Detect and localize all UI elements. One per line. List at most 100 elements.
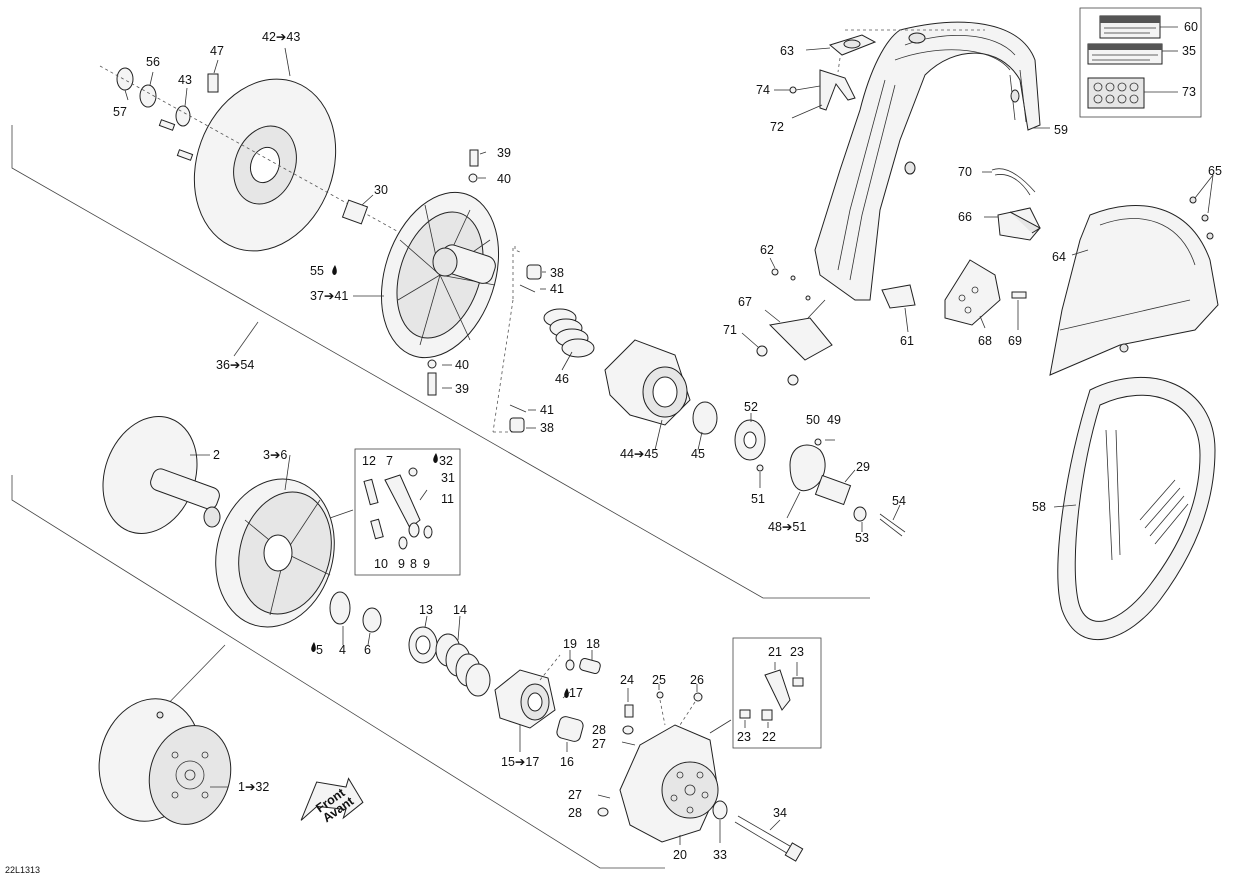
bushing-8 <box>408 522 420 538</box>
label-34: 34 <box>773 806 787 820</box>
label-16: 16 <box>560 755 574 769</box>
drive-pulley-assembly <box>98 698 232 825</box>
label-71: 71 <box>723 323 737 337</box>
label-35: 35 <box>1182 44 1196 58</box>
label-29: 29 <box>856 460 870 474</box>
label-25: 25 <box>652 673 666 687</box>
label-2: 2 <box>213 448 220 462</box>
roller-38a <box>526 264 542 280</box>
bracket-61 <box>881 284 916 309</box>
label-28a: 28 <box>592 723 606 737</box>
label-43: 43 <box>178 73 192 87</box>
label-57: 57 <box>113 105 127 119</box>
label-12: 12 <box>362 454 376 468</box>
washer-57 <box>116 67 134 91</box>
housing-48 <box>789 444 826 492</box>
nut-25 <box>656 691 664 699</box>
label-27a: 27 <box>592 737 606 751</box>
guard-latch-parts <box>774 34 877 119</box>
lubricant-icon-5 <box>311 642 316 652</box>
bushing-4 <box>329 591 351 625</box>
label-9b: 9 <box>423 557 430 571</box>
label-9a: 9 <box>398 557 405 571</box>
label-55: 55 <box>310 264 324 278</box>
screw-24 <box>624 704 634 718</box>
roller-28a <box>622 725 634 735</box>
governor-cup <box>597 684 804 862</box>
screw-39a <box>469 149 479 167</box>
drawing-reference: 22L1313 <box>5 865 40 875</box>
lubricant-icons <box>311 265 569 698</box>
bracket-68 <box>944 259 1027 330</box>
spider-assembly <box>494 650 601 752</box>
label-40b: 40 <box>455 358 469 372</box>
label-54: 54 <box>892 494 906 508</box>
pin-10 <box>370 518 384 540</box>
washer-33 <box>712 800 728 820</box>
label-74: 74 <box>756 83 770 97</box>
bracket-72 <box>819 69 856 111</box>
label-8: 8 <box>410 557 417 571</box>
bushing-16 <box>556 716 584 742</box>
washer-53 <box>853 506 867 522</box>
label-22: 22 <box>762 730 776 744</box>
cam-hardware <box>734 413 906 537</box>
cam-44 <box>604 339 718 451</box>
lubricant-icon-17 <box>564 688 569 698</box>
pin-and-bracket <box>982 168 1041 241</box>
label-40a: 40 <box>497 172 511 186</box>
rivet-71b <box>787 374 799 386</box>
label-6: 6 <box>364 643 371 657</box>
label-45: 45 <box>691 447 705 461</box>
label-62: 62 <box>760 243 774 257</box>
label-5: 5 <box>316 643 323 657</box>
oring-40a <box>468 173 478 183</box>
spring-46 <box>543 308 595 371</box>
rivet-71a <box>756 345 768 357</box>
washer-19 <box>565 659 575 671</box>
warning-decal-header <box>1100 16 1160 23</box>
label-13: 13 <box>419 603 433 617</box>
circlip-45 <box>692 401 718 435</box>
lubricant-icon-55 <box>332 265 337 275</box>
drive-belt-58 <box>1053 376 1216 640</box>
driven-sheave-fixed <box>99 47 441 256</box>
label-1-32: 1➔32 <box>238 780 269 794</box>
lubricant-icon-32 <box>433 453 438 463</box>
ring-43 <box>175 105 191 127</box>
guard-mount-hardware <box>741 257 916 386</box>
bolt-69 <box>1011 291 1027 299</box>
screw-23a <box>792 677 804 687</box>
pin-22 <box>761 709 773 721</box>
label-39a: 39 <box>497 146 511 160</box>
label-63: 63 <box>780 44 794 58</box>
label-39b: 39 <box>455 382 469 396</box>
label-51: 51 <box>751 492 765 506</box>
lever-7 <box>384 474 421 529</box>
drive-sheave-movable <box>215 454 382 646</box>
label-36-54: 36➔54 <box>216 358 254 372</box>
label-47: 47 <box>210 44 224 58</box>
label-56: 56 <box>146 55 160 69</box>
label-67: 67 <box>738 295 752 309</box>
screw-39b <box>427 372 437 396</box>
label-14: 14 <box>453 603 467 617</box>
label-10: 10 <box>374 557 388 571</box>
label-48-51: 48➔51 <box>768 520 806 534</box>
label-19: 19 <box>563 637 577 651</box>
screw-47 <box>207 73 219 93</box>
bushing-30 <box>341 194 374 225</box>
label-30: 30 <box>374 183 388 197</box>
assembly-frame-lines <box>11 125 870 869</box>
label-68: 68 <box>978 334 992 348</box>
label-3-6: 3➔6 <box>263 448 287 462</box>
label-23a: 23 <box>790 645 804 659</box>
roller-28b <box>597 807 609 817</box>
label-72: 72 <box>770 120 784 134</box>
belt-guard-59 <box>814 21 1050 301</box>
label-65: 65 <box>1208 164 1222 178</box>
label-15-17: 15➔17 <box>501 755 539 769</box>
ramp-kit-box <box>709 637 822 749</box>
label-60: 60 <box>1184 20 1198 34</box>
screw-23b <box>739 709 751 719</box>
